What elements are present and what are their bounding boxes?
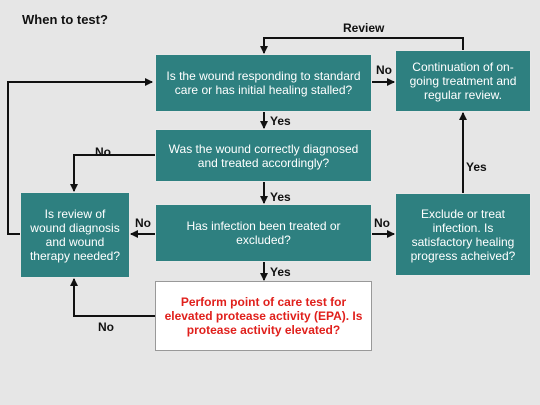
label-yes-poc: Yes [270, 265, 291, 279]
box-review-diagnosis: Is review of wound diagnosis and wound t… [20, 192, 130, 278]
label-no-exclude: No [374, 216, 390, 230]
label-yes-continuation: Yes [466, 160, 487, 174]
label-review: Review [343, 21, 385, 35]
page-title: When to test? [22, 12, 108, 27]
box-infection-treated: Has infection been treated or excluded? [155, 204, 372, 262]
label-yes-diagnosed: Yes [270, 114, 291, 128]
label-no-poc: No [98, 320, 114, 334]
arrow-no-to-review [70, 154, 155, 192]
label-yes-infection: Yes [270, 190, 291, 204]
box-diagnosed-correctly: Was the wound correctly diagnosed and tr… [155, 129, 372, 182]
arrow-review [260, 37, 464, 54]
label-no-continuation: No [376, 63, 392, 77]
arrow-no-poc-to-review [70, 278, 155, 317]
box-exclude-infection: Exclude or treat infection. Is satisfact… [395, 193, 531, 276]
label-no-review: No [95, 145, 111, 159]
box-continuation: Continuation of on-going treatment and r… [395, 50, 531, 112]
box-point-of-care: Perform point of care test for elevated … [155, 281, 372, 351]
box-wound-responding: Is the wound responding to standard care… [155, 54, 372, 112]
label-no-infection-review: No [135, 216, 151, 230]
arrow-loop-to-wound [7, 78, 153, 235]
